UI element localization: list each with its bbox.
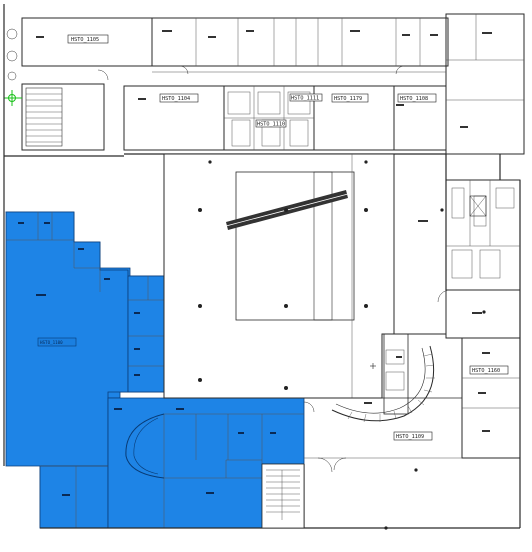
column-icon: [198, 160, 486, 530]
room-tag-hsto-1104[interactable]: HSTO_1104: [159, 93, 199, 103]
highlighted-zone-sw[interactable]: [39, 465, 109, 529]
door-arc-icon: [303, 289, 451, 473]
svg-text:HSTO_1111: HSTO_1111: [291, 96, 319, 102]
north-wing: [4, 13, 525, 155]
room-tag-hsto-1105[interactable]: HSTO_1105: [67, 34, 109, 44]
room-number-marks-blue: [18, 222, 276, 496]
svg-text:HSTO_1104: HSTO_1104: [162, 96, 190, 102]
highlighted-zone-rooms-east[interactable]: [127, 275, 165, 393]
east-wing: [303, 153, 521, 473]
svg-text:HSTO_1110: HSTO_1110: [257, 122, 285, 128]
room-tag-hsto-1111[interactable]: HSTO_1111: [289, 93, 323, 102]
svg-text:HSTO_1179: HSTO_1179: [334, 96, 362, 102]
room-tag-hsto-1179[interactable]: HSTO_1179: [331, 93, 369, 103]
room-number-marks: [36, 30, 492, 432]
room-tag-hsto-1110[interactable]: HSTO_1110: [255, 119, 287, 128]
stair-icon: [261, 463, 305, 529]
door-arc-icon: [6, 28, 405, 81]
svg-text:HSTO_1105: HSTO_1105: [71, 37, 99, 43]
svg-text:HSTO_1109: HSTO_1109: [396, 434, 424, 440]
room-tag-hsto-1108[interactable]: HSTO_1108: [397, 93, 437, 103]
cross-marker-icon: [370, 363, 376, 369]
room-tag-hsto-1109[interactable]: HSTO_1109: [393, 431, 433, 441]
stair-icon: [25, 87, 63, 147]
svg-text:HSTO_1100: HSTO_1100: [40, 340, 63, 345]
svg-text:HSTO_1160: HSTO_1160: [472, 368, 500, 374]
room-tag-hsto-1100[interactable]: HSTO_1100: [37, 337, 77, 347]
room-tag-hsto-1160[interactable]: HSTO_1160: [469, 365, 509, 375]
svg-text:HSTO_1108: HSTO_1108: [400, 96, 428, 102]
green-marker-icon: [4, 90, 22, 106]
atrium: [163, 153, 486, 530]
elevator-icon: [469, 195, 487, 217]
